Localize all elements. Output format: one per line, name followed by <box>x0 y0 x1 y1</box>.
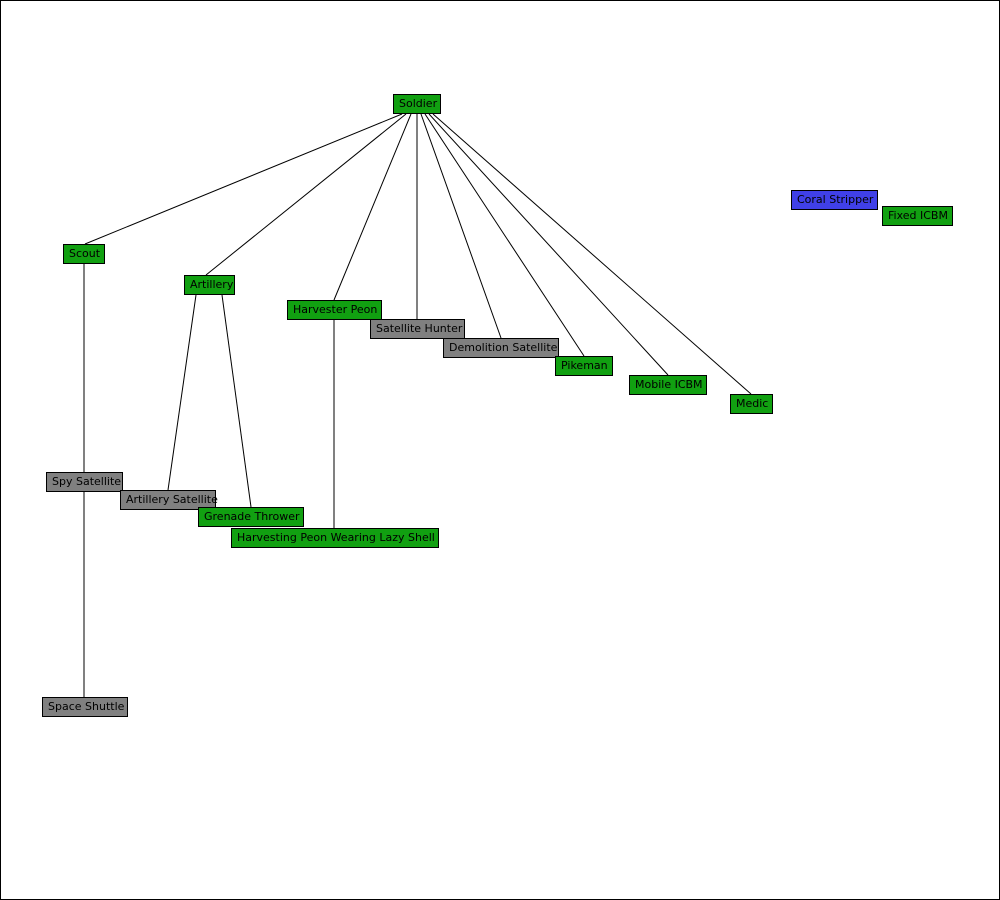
edge-soldier-to-harvester-peon <box>333 113 412 301</box>
node-spy-satellite[interactable]: Spy Satellite <box>46 472 123 492</box>
node-coral-stripper[interactable]: Coral Stripper <box>791 190 878 210</box>
node-space-shuttle[interactable]: Space Shuttle <box>42 697 128 717</box>
edge-soldier-to-demolition-satellite <box>420 113 502 339</box>
node-grenade-thrower[interactable]: Grenade Thrower <box>198 507 304 527</box>
edge-soldier-to-pikeman <box>424 113 585 357</box>
node-harvesting-peon-lazy-shell[interactable]: Harvesting Peon Wearing Lazy Shell <box>231 528 439 548</box>
node-mobile-icbm[interactable]: Mobile ICBM <box>629 375 707 395</box>
edge-soldier-to-mobile-icbm <box>428 113 669 376</box>
edge-artillery-to-grenade-thrower <box>221 294 252 508</box>
node-soldier[interactable]: Soldier <box>393 94 441 114</box>
edge-artillery-to-artillery-satellite <box>167 294 197 491</box>
node-pikeman[interactable]: Pikeman <box>555 356 613 376</box>
node-satellite-hunter[interactable]: Satellite Hunter <box>370 319 465 339</box>
node-harvester-peon[interactable]: Harvester Peon <box>287 300 382 320</box>
edge-soldier-to-medic <box>432 113 752 395</box>
node-fixed-icbm[interactable]: Fixed ICBM <box>882 206 953 226</box>
edge-soldier-to-scout <box>84 113 403 245</box>
node-medic[interactable]: Medic <box>730 394 773 414</box>
node-demolition-satellite[interactable]: Demolition Satellite <box>443 338 559 358</box>
node-artillery-satellite[interactable]: Artillery Satellite <box>120 490 218 510</box>
edge-soldier-to-artillery <box>205 113 407 276</box>
node-scout[interactable]: Scout <box>63 244 105 264</box>
node-artillery[interactable]: Artillery <box>184 275 235 295</box>
